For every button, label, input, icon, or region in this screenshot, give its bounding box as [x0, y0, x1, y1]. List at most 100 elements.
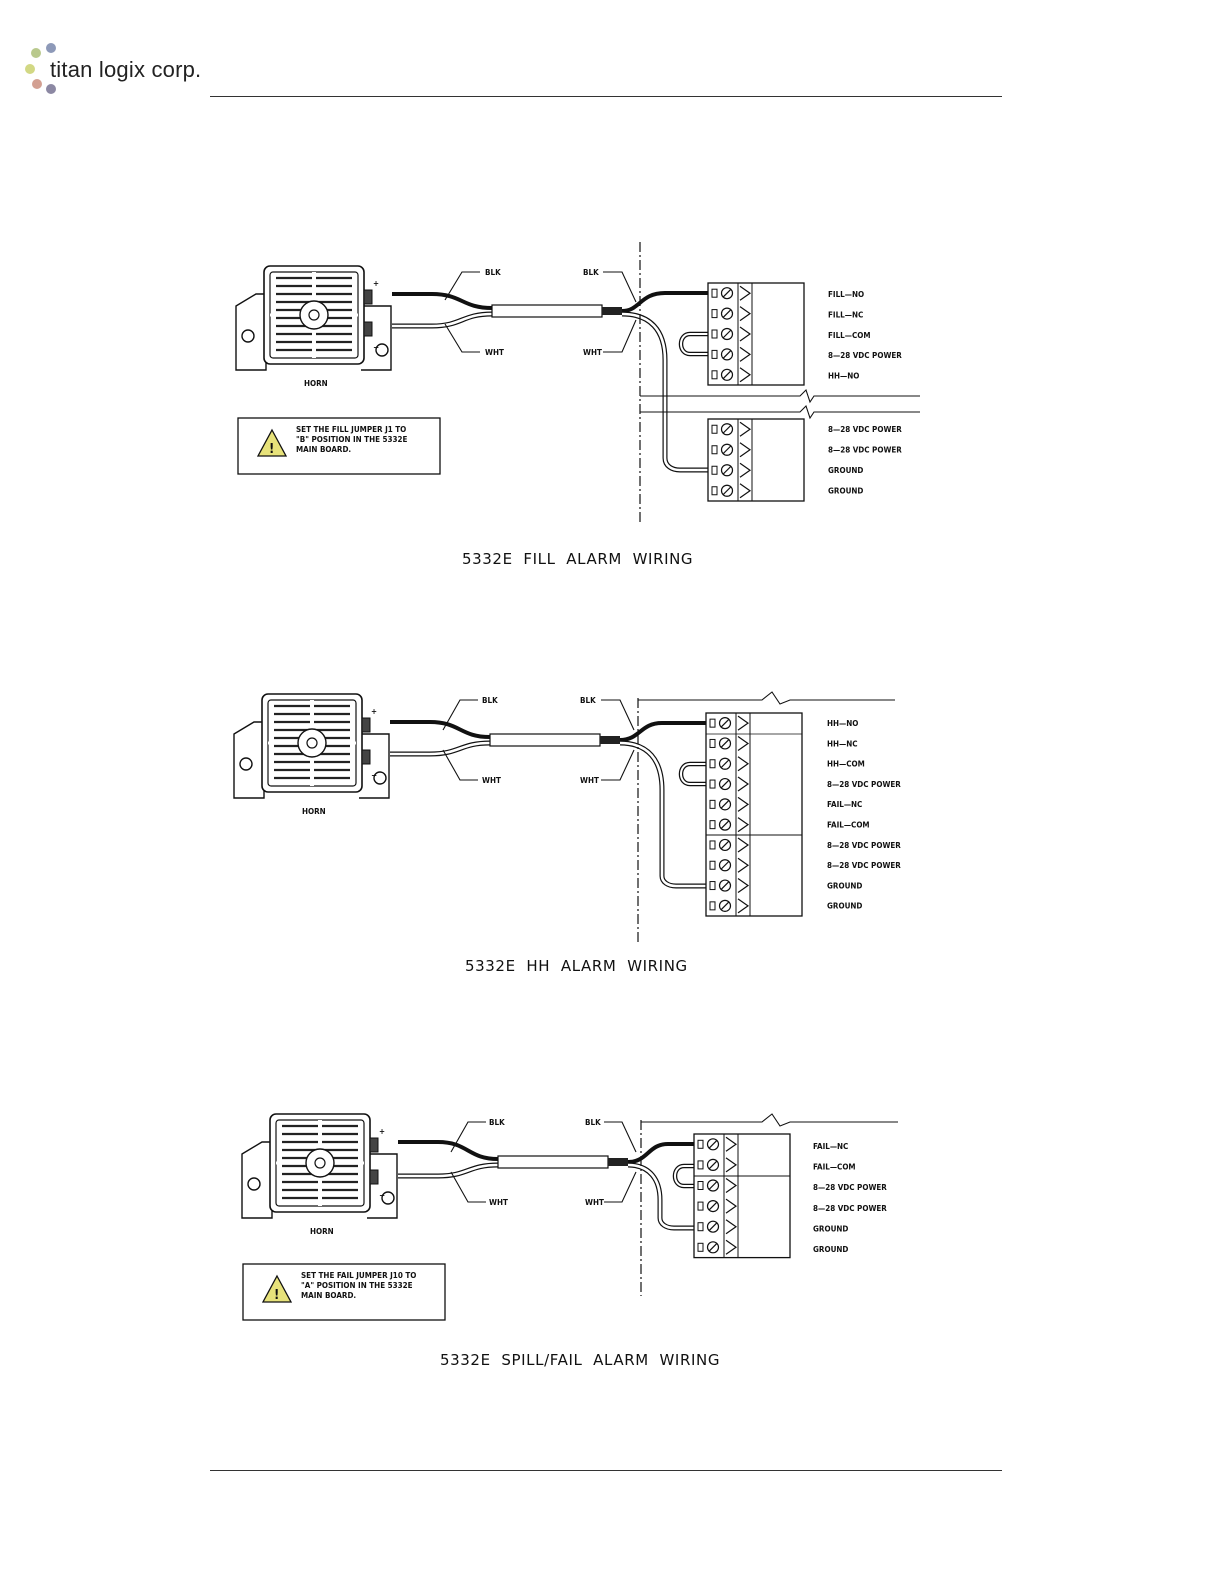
company-logo — [20, 40, 240, 100]
terminal-minus — [369, 1169, 379, 1185]
terminal-slot — [709, 901, 716, 911]
break-line — [640, 404, 920, 420]
screw-slot — [720, 739, 730, 748]
warning-text-line: SET THE FILL JUMPER J1 TO — [296, 425, 406, 434]
terminal-label: HH—NC — [827, 739, 858, 748]
terminal-slot — [711, 288, 718, 298]
wire-wht-right — [619, 741, 706, 888]
terminal-slot — [711, 486, 718, 496]
terminal-slot — [709, 759, 716, 769]
screw-slot — [722, 349, 732, 359]
footer-rule — [210, 1470, 1002, 1471]
screw-slot — [722, 465, 732, 475]
wire-blk-right — [627, 1142, 694, 1164]
terminal-label: HH—NO — [827, 719, 858, 728]
warning-text-line: MAIN BOARD. — [301, 1291, 356, 1300]
terminal-label: 8—28 VDC POWER — [827, 841, 901, 850]
screw-slot — [722, 486, 732, 496]
screw-slot — [722, 329, 732, 339]
terminal-slot — [709, 738, 716, 748]
warning-fill-jumper: !SET THE FILL JUMPER J1 TO"B" POSITION I… — [237, 417, 441, 475]
mount-hole — [373, 771, 387, 785]
leader-line — [450, 1121, 486, 1153]
terminal-slot — [697, 1201, 704, 1211]
warning-exclamation-icon: ! — [269, 442, 274, 457]
horn-spill: +−HORN — [241, 1113, 398, 1236]
horn-bracket-right — [361, 305, 392, 371]
wire-blk-right — [619, 721, 706, 742]
terminal-label: 8—28 VDC POWER — [828, 351, 902, 360]
terminal-slot — [709, 840, 716, 850]
wire-label-blk-right: BLK — [580, 696, 596, 705]
terminal-plus — [369, 1137, 379, 1153]
screw-slot — [708, 1222, 718, 1232]
terminal-slot — [697, 1160, 704, 1170]
terminal-clamp-icon — [737, 756, 750, 772]
screw-slot — [720, 901, 730, 911]
terminal-block-body — [693, 1133, 791, 1259]
terminal-label: FAIL—NC — [813, 1142, 848, 1151]
break-line — [641, 1113, 898, 1127]
terminal-label: GROUND — [828, 466, 863, 475]
wire-label-blk-left: BLK — [489, 1118, 505, 1127]
terminal-clamp-icon — [737, 715, 750, 731]
mount-hole — [239, 757, 253, 771]
screw-slot — [720, 840, 730, 850]
wire-blk-right — [621, 291, 708, 313]
leader-line — [604, 1121, 637, 1153]
polarity-minus-label: − — [373, 343, 379, 352]
wire-label-blk-right: BLK — [583, 268, 599, 277]
wire-wht-left — [392, 312, 493, 328]
terminal-clamp-icon — [737, 878, 750, 894]
terminal-minus — [361, 749, 371, 765]
wire-label-wht-left: WHT — [485, 348, 504, 357]
mount-hole — [381, 1191, 395, 1205]
horn-center-hole — [306, 737, 318, 749]
terminal-slot — [697, 1242, 704, 1252]
terminal-label: FILL—COM — [828, 331, 871, 340]
terminal-clamp-icon — [739, 346, 752, 362]
leader-line — [442, 749, 478, 781]
wire-label-blk-right: BLK — [585, 1118, 601, 1127]
leader-line — [442, 699, 478, 731]
terminal-slot — [711, 445, 718, 455]
screw-slot — [708, 1160, 718, 1170]
terminal-block-hh — [705, 712, 803, 917]
terminal-label: GROUND — [827, 881, 862, 890]
leader-line — [601, 749, 635, 781]
leader-line — [444, 323, 480, 353]
cable-jacket — [491, 304, 603, 318]
wire-label-wht-right: WHT — [585, 1198, 604, 1207]
mount-hole — [241, 329, 255, 343]
terminal-slot — [711, 424, 718, 434]
warning-text-line: "A" POSITION IN THE 5332E — [301, 1281, 413, 1290]
terminal-slot — [709, 820, 716, 830]
leader-line — [603, 319, 637, 353]
terminal-minus — [363, 321, 373, 337]
screw-slot — [708, 1139, 718, 1149]
terminal-slot — [697, 1222, 704, 1232]
terminal-slot — [711, 349, 718, 359]
terminal-plus — [363, 289, 373, 305]
terminal-slot — [711, 309, 718, 319]
wire-label-blk-left: BLK — [482, 696, 498, 705]
jumper-loop — [680, 763, 706, 785]
wire-label-blk-left: BLK — [485, 268, 501, 277]
terminal-slot — [697, 1181, 704, 1190]
terminal-clamp-icon — [725, 1198, 738, 1214]
screw-slot — [708, 1181, 718, 1190]
mount-hole — [375, 343, 389, 357]
terminal-label: FAIL—NC — [827, 800, 862, 809]
leader-line — [450, 1171, 486, 1203]
terminal-clamp-icon — [737, 837, 750, 853]
terminal-label: FAIL—COM — [813, 1163, 856, 1172]
terminal-clamp-icon — [737, 796, 750, 812]
jumper-loop — [680, 333, 708, 355]
wire-blk-left — [392, 292, 493, 310]
terminal-clamp-icon — [739, 483, 752, 499]
